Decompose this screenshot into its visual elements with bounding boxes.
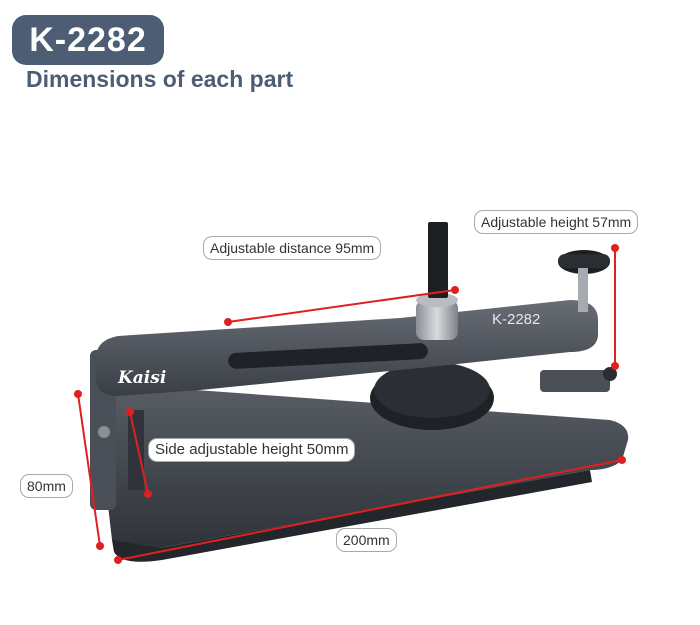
base-plate bbox=[96, 380, 629, 562]
measure-length bbox=[114, 456, 626, 564]
main-arm: Kaisi K-2282 bbox=[96, 300, 598, 396]
label-adjustable-distance: Adjustable distance 95mm bbox=[203, 236, 382, 260]
measure-height bbox=[611, 244, 619, 370]
rotating-disc bbox=[370, 362, 494, 430]
page-subtitle: Dimensions of each part bbox=[26, 66, 294, 92]
label-side-adjustable-height: Side adjustable height 50mm bbox=[148, 438, 356, 462]
height-screw bbox=[540, 250, 617, 392]
arm-model-label: K-2282 bbox=[492, 311, 540, 328]
label-adjustable-height: Adjustable height 57mm bbox=[474, 210, 639, 234]
measure-width bbox=[74, 390, 104, 550]
measure-side-height bbox=[126, 408, 152, 498]
brand-logo: Kaisi bbox=[117, 368, 166, 388]
slider-knob bbox=[416, 222, 458, 340]
label-length: 200mm bbox=[336, 528, 397, 552]
label-width: 80mm bbox=[20, 474, 73, 498]
measure-distance bbox=[224, 286, 459, 326]
model-badge: K-2282 bbox=[12, 15, 164, 65]
